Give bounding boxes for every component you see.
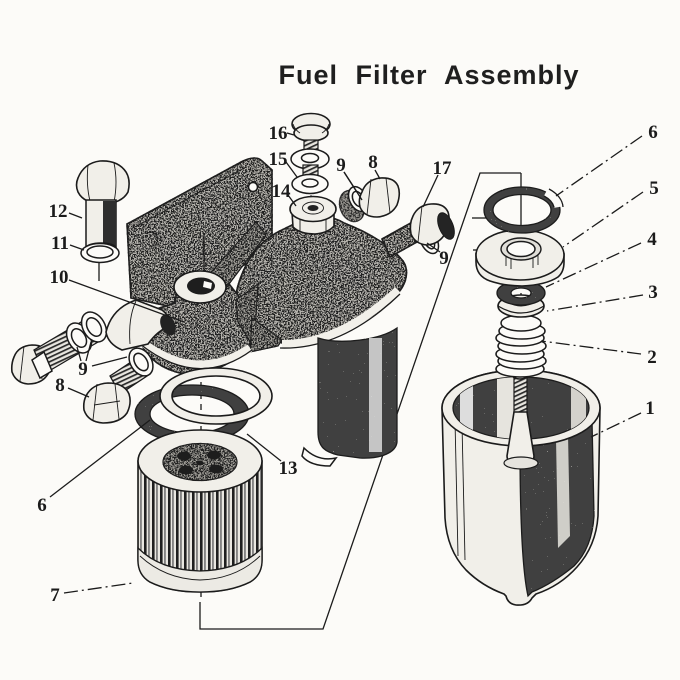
leader-line-retainer-plate: [562, 191, 644, 248]
callout-washers-top: 9: [336, 155, 346, 176]
outlet-fitting-17: [409, 203, 455, 255]
leader-line-washers-left: [91, 356, 128, 367]
callout-banjo-union: 10: [50, 267, 69, 288]
leader-line-spring: [540, 340, 642, 355]
callout-sealing-ring-right: 6: [648, 122, 658, 143]
top-union-plug: [338, 177, 401, 223]
leader-line-washer-right: [426, 242, 441, 253]
leader-line-drain-plug: [67, 387, 90, 398]
callout-sealing-ring-left: 6: [37, 495, 47, 516]
leader-line-washers-top: [343, 171, 363, 201]
callout-spring-seat: 3: [648, 282, 658, 303]
callout-union-plug-top: 8: [368, 152, 378, 173]
callout-seat-ring: 13: [279, 458, 298, 479]
callout-retainer-plate: 5: [649, 178, 659, 199]
callout-washer-right: 9: [439, 248, 449, 269]
leader-line-vent-grommet: [287, 194, 297, 207]
leader-line-washers-left: [76, 346, 82, 362]
leader-line-bolt-washer: [69, 244, 85, 251]
filter-element-7: [137, 429, 263, 593]
leader-line-vent-washers: [285, 161, 298, 178]
leader-line-filter-bowl: [590, 412, 642, 438]
leader-line-washers-left: [85, 341, 92, 362]
leader-line-vent-cap: [286, 132, 295, 136]
leader-line-sealing-ring-right: [555, 135, 643, 197]
leader-line-spring-seat: [546, 294, 644, 312]
leader-line-sealing-ring-left: [49, 419, 151, 498]
leader-line-union-plug-top: [374, 169, 381, 180]
callout-vent-grommet: 14: [272, 181, 292, 202]
leader-line-filter-element: [63, 582, 134, 594]
leader-line-banjo-union: [68, 279, 185, 323]
callout-washers-left: 9: [78, 359, 88, 380]
right-sealing-ring-6: [483, 186, 564, 234]
callout-vent-washers: 15: [269, 149, 288, 170]
retainer-plate-5: [475, 229, 565, 287]
vent-plug-stack: [289, 112, 337, 235]
filter-bowl-1: [441, 369, 601, 606]
leader-line-mounting-bolt: [68, 212, 83, 219]
callout-gland-nut: 4: [647, 229, 657, 250]
page-title: Fuel Filter Assembly: [278, 60, 579, 90]
spring-and-nuts: [495, 280, 547, 378]
mounting-bolt-12: [75, 160, 130, 264]
leader-line-seat-ring: [246, 433, 282, 462]
callout-mounting-bolt: 12: [49, 201, 68, 222]
callout-bolt-washer: 11: [51, 233, 69, 254]
callout-outlet-fitting: 17: [433, 158, 453, 179]
drain-plug-8: [82, 347, 154, 424]
leader-line-outlet-fitting: [422, 174, 439, 208]
leader-line-gland-nut: [545, 242, 642, 288]
callout-drain-plug: 8: [55, 375, 65, 396]
callout-vent-cap: 16: [269, 123, 288, 144]
callout-filter-element: 7: [50, 585, 60, 606]
callout-filter-bowl: 1: [645, 398, 655, 419]
filter-head-casting: [139, 213, 435, 467]
callout-spring: 2: [647, 347, 657, 368]
left-sealing-rings: [134, 367, 273, 444]
